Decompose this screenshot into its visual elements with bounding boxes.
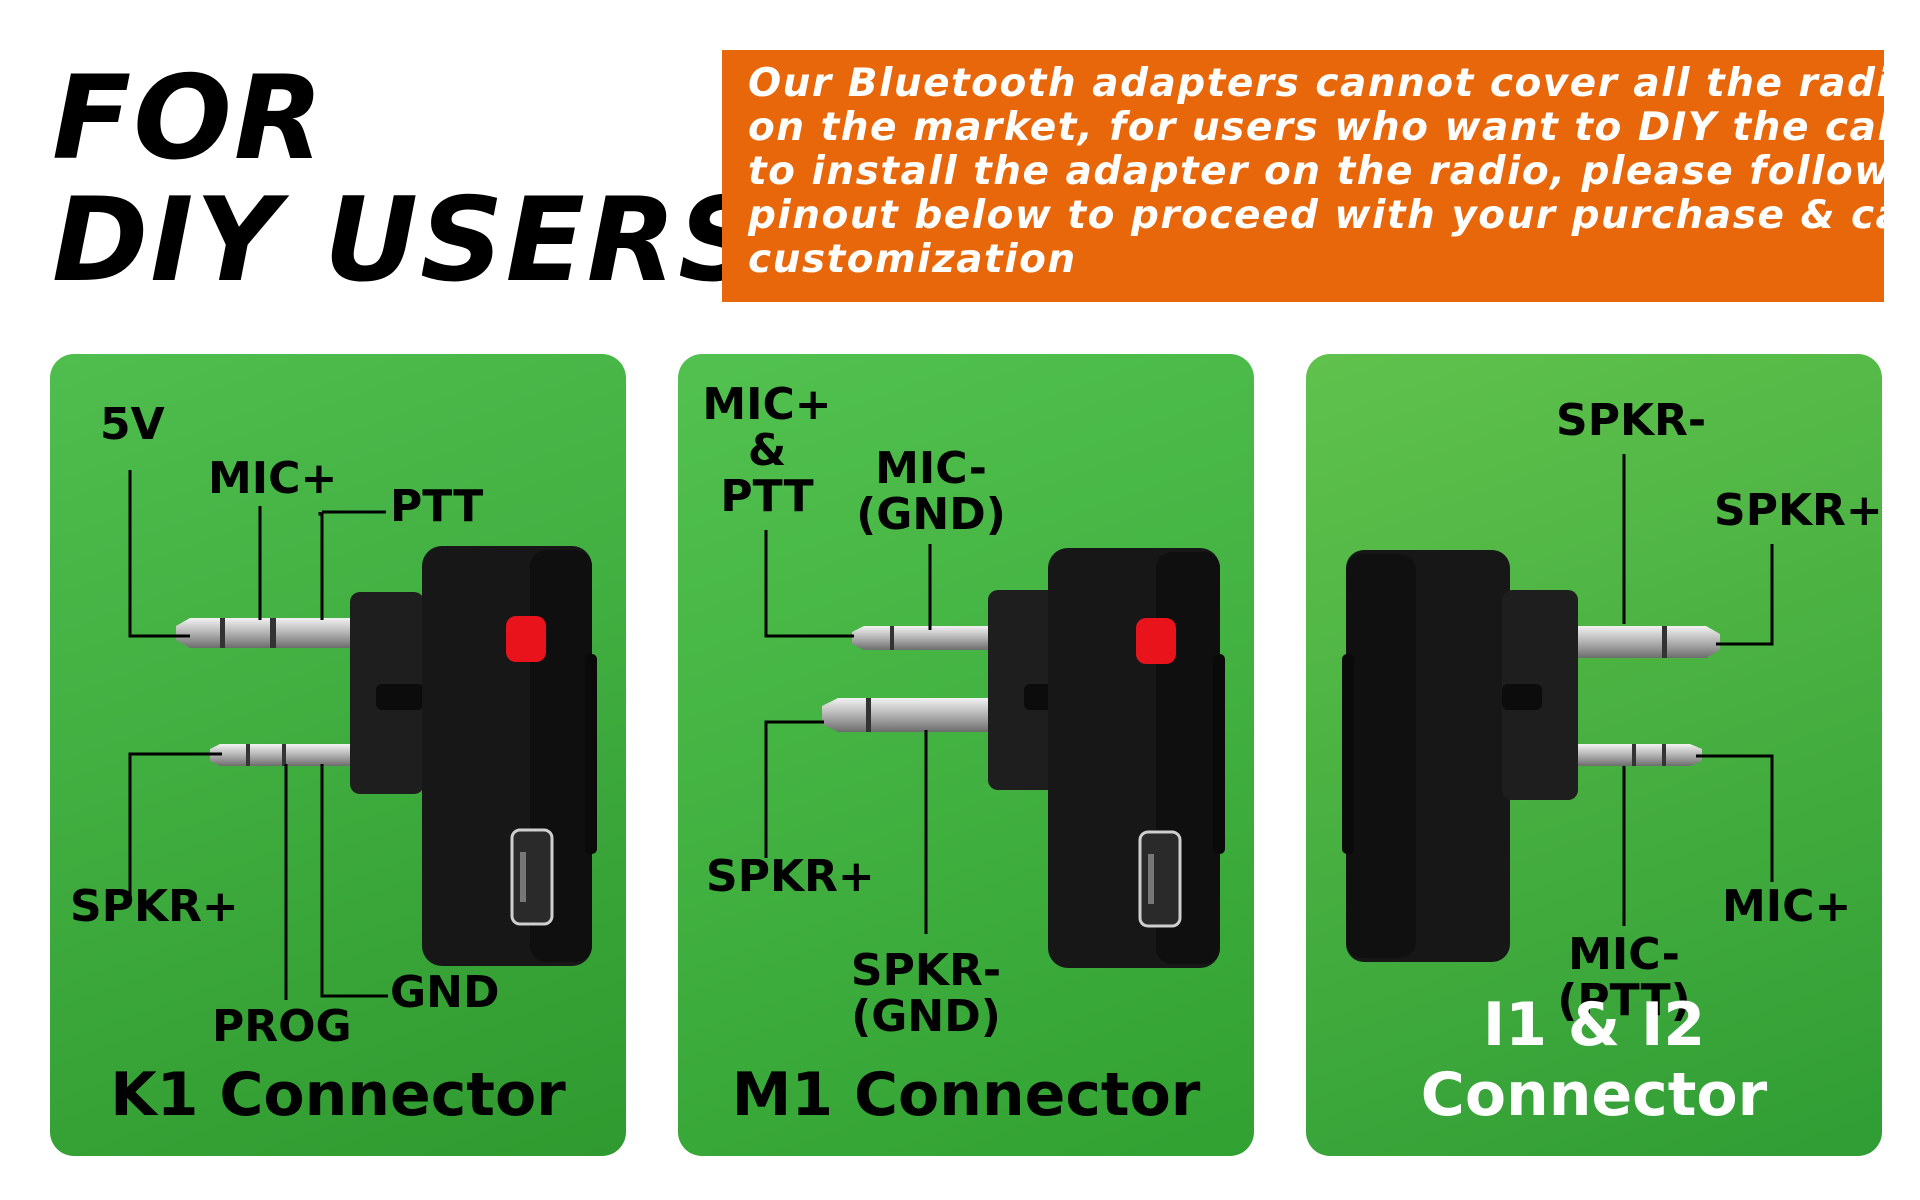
i1-i2-bottom-plug-icon xyxy=(1578,744,1702,766)
m1-pin-mic-minus-line-1: MIC- xyxy=(875,443,987,494)
m1-pin-spkr-plus: SPKR+ xyxy=(706,851,875,902)
notice-line-2: on the market, for users who want to DIY… xyxy=(748,105,1920,150)
i1-i2-pin-spkr-plus: SPKR+ xyxy=(1714,485,1882,536)
i1-i2-pin-mic-minus-line-2: (PTT) xyxy=(1557,975,1691,1026)
k1-large-plug-icon xyxy=(176,618,350,648)
m1-pin-spkr-minus-line-2: (GND) xyxy=(851,991,1001,1042)
k1-connector-name: K1 Connector xyxy=(110,1060,566,1130)
i1-i2-pin-mic-plus: MIC+ xyxy=(1722,881,1852,932)
k1-usb-port-icon xyxy=(510,828,554,926)
diy-notice-box: Our Bluetooth adapters cannot cover all … xyxy=(722,50,1920,302)
k1-small-plug-icon xyxy=(210,744,360,766)
notice-line-3: to install the adapter on the radio, ple… xyxy=(748,149,1920,194)
m1-pin-spkr-minus-line-1: SPKR- xyxy=(850,945,1002,996)
notice-line-5: customization xyxy=(748,237,1077,282)
notice-line-4: pinout below to proceed with your purcha… xyxy=(748,193,1920,238)
m1-pin-mic-minus: MIC- (GND) xyxy=(856,446,1006,538)
m1-pin-mic-ptt: MIC+ & PTT xyxy=(692,382,842,520)
k1-connector-panel: 5V MIC+ PTT SPKR+ GND PROG K1 Connector xyxy=(50,354,626,1156)
k1-adapter-body-icon xyxy=(422,546,597,966)
k1-pin-5v: 5V xyxy=(100,399,165,450)
title-line-1: FOR xyxy=(52,51,326,186)
m1-adapter-body-icon xyxy=(1048,548,1225,968)
k1-pin-mic-plus: MIC+ xyxy=(208,453,338,504)
m1-pin-mic-ptt-line-2: & xyxy=(747,425,787,476)
k1-device-illustration xyxy=(128,470,597,1000)
m1-pin-mic-ptt-line-1: MIC+ xyxy=(702,379,832,430)
i1-i2-pin-spkr-minus: SPKR- xyxy=(1556,395,1707,446)
m1-connector-panel: MIC+ & PTT MIC- (GND) SPKR+ SPKR- (GND) … xyxy=(678,354,1254,1156)
m1-bottom-plug-icon xyxy=(822,698,998,732)
i1-i2-top-plug-icon xyxy=(1578,626,1720,658)
title-line-2: DIY USERS xyxy=(52,173,764,308)
i1-i2-pin-mic-minus-line-1: MIC- xyxy=(1568,929,1680,980)
m1-connector-name: M1 Connector xyxy=(731,1060,1201,1130)
i1-i2-adapter-body-icon xyxy=(1342,550,1510,962)
i1-i2-pin-mic-minus: MIC- (PTT) xyxy=(1544,932,1704,1024)
m1-pin-spkr-minus: SPKR- (GND) xyxy=(846,948,1006,1040)
k1-pin-prog: PROG xyxy=(212,1001,352,1052)
k1-pin-ptt: PTT xyxy=(390,481,484,532)
i1-i2-connector-name: I1 & I2 Connector xyxy=(1420,990,1768,1130)
m1-red-button-icon xyxy=(1136,618,1176,664)
k1-pin-gnd: GND xyxy=(390,967,500,1018)
m1-device-illustration xyxy=(764,530,1225,968)
k1-red-button-icon xyxy=(506,616,546,662)
i1-i2-device-illustration xyxy=(1342,454,1774,962)
m1-top-plug-icon xyxy=(852,626,988,650)
i1-i2-connector-panel: SPKR- SPKR+ MIC+ MIC- (PTT) I1 & I2 Conn… xyxy=(1306,354,1882,1156)
notice-line-1: Our Bluetooth adapters cannot cover all … xyxy=(748,61,1920,106)
k1-pin-spkr-plus: SPKR+ xyxy=(70,881,239,932)
m1-usb-port-icon xyxy=(1138,830,1182,928)
m1-pin-mic-ptt-line-3: PTT xyxy=(720,471,814,522)
m1-pin-mic-minus-line-2: (GND) xyxy=(856,489,1006,540)
page-title: FOR DIY USERS xyxy=(52,58,764,302)
